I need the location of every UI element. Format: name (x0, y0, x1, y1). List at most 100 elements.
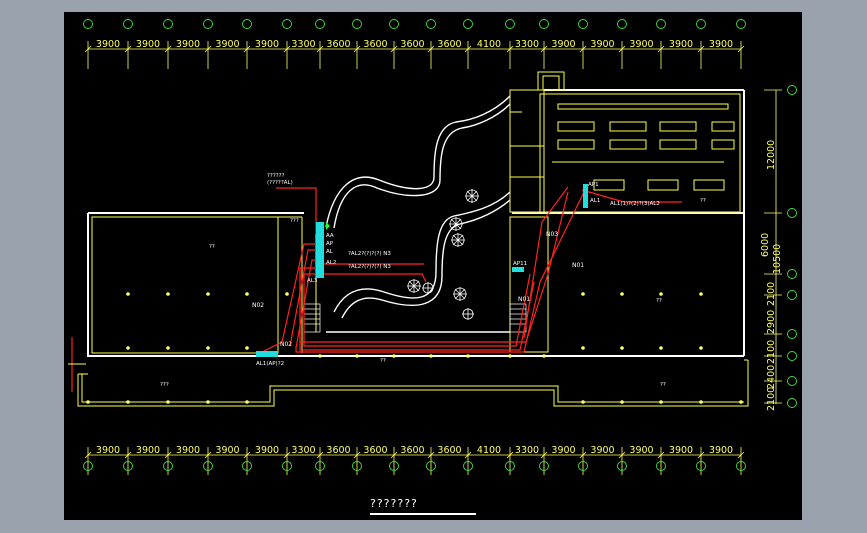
bottom-dimension-value: 4100 (477, 445, 501, 456)
room-label-2: ??? (290, 218, 299, 224)
plan-title-underline (370, 513, 476, 515)
top-axis-bubble (242, 19, 252, 29)
bottom-dimension-value: 3900 (669, 445, 693, 456)
bottom-dimension-value: 3900 (590, 445, 614, 456)
top-dimension-value: 3900 (176, 39, 200, 50)
cad-viewport[interactable]: 3900 3900 3900 3900 3900 3300 3600 3600 3600 3600… (64, 12, 802, 520)
ap1-label: AP1 (588, 182, 599, 188)
right-dim-2100c: 2100 (766, 387, 777, 411)
panel-item-al2: AL2 (326, 260, 336, 266)
bottom-axis-bubble (463, 461, 473, 471)
bottom-axis-bubble (389, 461, 399, 471)
top-dimension-value: 3600 (400, 39, 424, 50)
note-top2-label: (?????AL) (267, 180, 293, 186)
light-fixture (659, 400, 663, 404)
bottom-dimension-value: 3600 (400, 445, 424, 456)
courtyard-path (325, 95, 511, 333)
room-label-1: ?? (209, 244, 215, 250)
bottom-axis-bubble (315, 461, 325, 471)
right-dim-6000: 6000 (760, 233, 771, 257)
top-axis-bubble (539, 19, 549, 29)
top-dimension-value: 3900 (709, 39, 733, 50)
light-fixture (542, 354, 546, 358)
light-fixture (166, 346, 170, 350)
top-axis-bubble (203, 19, 213, 29)
right-dim-10500: 10500 (772, 244, 783, 274)
right-dim-2100a: 2100 (766, 282, 777, 306)
bottom-dimension-value: 3900 (551, 445, 575, 456)
bottom-dimension-value: 3900 (215, 445, 239, 456)
light-fixture (699, 292, 703, 296)
cable-n01b-label: N01 (518, 296, 530, 303)
top-axis-bubble (736, 19, 746, 29)
floor-plan-drawing: 3900 3900 3900 3900 3900 3300 3600 3600 3600 3600… (68, 19, 797, 475)
bottom-axis-bubble (696, 461, 706, 471)
top-dimension-value: 3600 (363, 39, 387, 50)
light-fixture (206, 292, 210, 296)
panel-item-aa: AA (326, 233, 334, 239)
bottom-axis-bubble (505, 461, 515, 471)
light-fixture (166, 400, 170, 404)
top-axis-bubble (463, 19, 473, 29)
al1-ap12-label: AL1(AP)?2 (256, 361, 284, 367)
light-fixture (392, 354, 396, 358)
bottom-axis-bubble (163, 461, 173, 471)
top-axis-bubble (315, 19, 325, 29)
bottom-axis-bubble (656, 461, 666, 471)
room-label-3: ?? (656, 298, 662, 304)
light-fixture (245, 400, 249, 404)
bottom-axis-bubble (83, 461, 93, 471)
tree-symbols (407, 189, 479, 320)
top-dimension-value: 3300 (291, 39, 315, 50)
stair-symbols (303, 303, 527, 333)
circuit-b-label: ?AL2?(?)?(?) N3 (348, 264, 391, 270)
ap11-label: AP11 (513, 261, 527, 267)
plan-title: ??????? (370, 497, 418, 510)
bottom-dimension-value: 3600 (363, 445, 387, 456)
light-fixture (318, 354, 322, 358)
light-fixture (620, 346, 624, 350)
top-axis-bubble (83, 19, 93, 29)
light-fixture (659, 292, 663, 296)
light-fixture (659, 346, 663, 350)
bottom-dimension-value: 3300 (515, 445, 539, 456)
bottom-axis-bubble (578, 461, 588, 471)
bottom-dimension-value: 3900 (709, 445, 733, 456)
top-axis-bubble (505, 19, 515, 29)
cable-n02-label: N02 (252, 302, 264, 309)
top-dimension-value: 3900 (255, 39, 279, 50)
bottom-dimension-value: 3900 (96, 445, 120, 456)
top-dimension-value: 3600 (437, 39, 461, 50)
bottom-axis-bubble (539, 461, 549, 471)
panel-item-al: AL (326, 249, 334, 255)
room-label-4: ?? (700, 198, 706, 204)
al1-label: AL1 (590, 198, 600, 204)
cable-n01-label: N01 (572, 262, 584, 269)
light-fixture (245, 346, 249, 350)
building-walls (68, 71, 749, 407)
top-dimension-value: 3900 (215, 39, 239, 50)
bottom-dimension-value: 3600 (326, 445, 350, 456)
bottom-dimension-value: 3300 (291, 445, 315, 456)
top-dimension-value: 3900 (629, 39, 653, 50)
right-dim-2400: 2400 (766, 365, 777, 389)
top-dimension-value: 3900 (551, 39, 575, 50)
bottom-dimension-value: 3900 (255, 445, 279, 456)
panel-item-ap: AP (326, 241, 334, 247)
right-dim-12000: 12000 (766, 140, 777, 170)
top-axis-bubble (123, 19, 133, 29)
top-dimension-value: 3900 (590, 39, 614, 50)
al3-label: AL3 (307, 278, 318, 284)
room-label-5: ?? (380, 358, 386, 364)
bottom-dimension-value: 3900 (176, 445, 200, 456)
cable-n03-label: N03 (546, 231, 558, 238)
top-dimension-value: 3900 (669, 39, 693, 50)
light-fixture (429, 354, 433, 358)
bottom-axis-bubble (617, 461, 627, 471)
top-axis-bubble (617, 19, 627, 29)
drawing-labels: ?????? (?????AL) AA AP AL AL2 ?AL2?(?)?(… (160, 173, 706, 388)
top-dimension-value: 3900 (96, 39, 120, 50)
light-fixture (581, 400, 585, 404)
light-fixture (620, 400, 624, 404)
